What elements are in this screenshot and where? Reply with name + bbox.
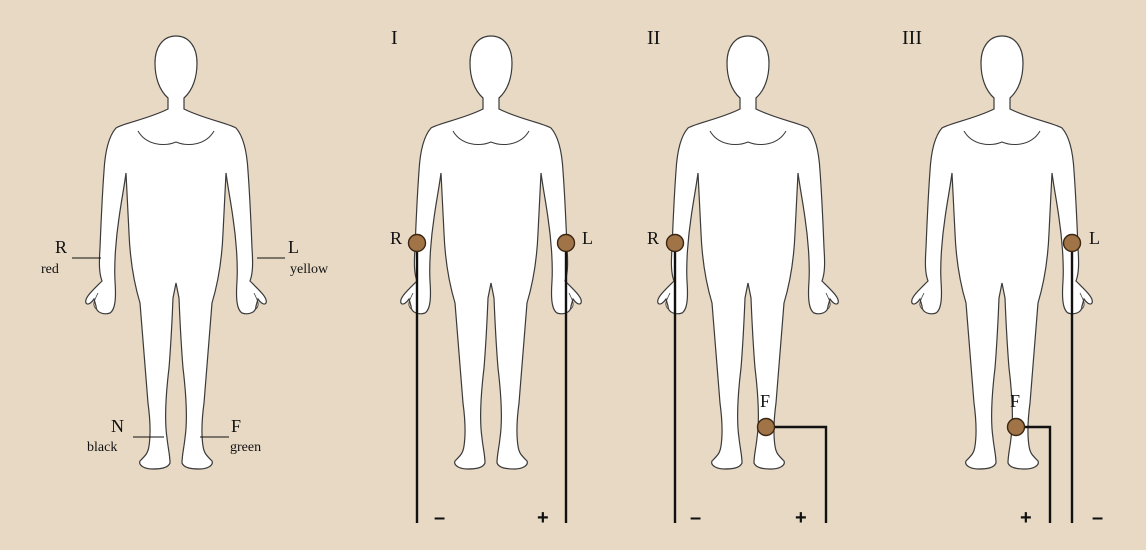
reference-l-letter: L [288, 237, 299, 257]
lead-iii-electrode-l-icon [1064, 235, 1081, 252]
lead-iii-negative-sign: – [1092, 507, 1103, 529]
reference-n-letter: N [111, 416, 124, 436]
lead-i-title: I [391, 27, 398, 49]
lead-ii-negative-sign: – [690, 507, 701, 529]
lead-ii-electrode-r-icon [667, 235, 684, 252]
lead-ii-title: II [647, 27, 660, 49]
lead-iii-electrode-l-label: L [1089, 228, 1100, 248]
lead-ii-positive-sign: + [795, 507, 807, 529]
reference-f-color: green [230, 440, 261, 455]
lead-i-electrode-l-label: L [582, 228, 593, 248]
lead-ii-electrode-r-label: R [647, 228, 659, 248]
lead-iii-title: III [902, 27, 922, 49]
reference-r-color: red [41, 262, 59, 277]
lead-ii-electrode-f-icon [758, 419, 775, 436]
lead-i-electrode-l-icon [558, 235, 575, 252]
reference-f-letter: F [231, 416, 241, 436]
lead-ii-electrode-f-label: F [760, 391, 770, 411]
lead-iii-electrode-f-label: F [1010, 391, 1020, 411]
lead-iii-electrode-f-icon [1008, 419, 1025, 436]
lead-i-electrode-r-label: R [390, 228, 402, 248]
lead-iii-positive-sign: + [1020, 507, 1032, 529]
lead-i-negative-sign: – [434, 507, 445, 529]
lead-i-positive-sign: + [537, 507, 549, 529]
reference-l-color: yellow [290, 262, 329, 277]
lead-i-electrode-r-icon [409, 235, 426, 252]
reference-n-color: black [87, 440, 117, 455]
reference-r-letter: R [55, 237, 67, 257]
